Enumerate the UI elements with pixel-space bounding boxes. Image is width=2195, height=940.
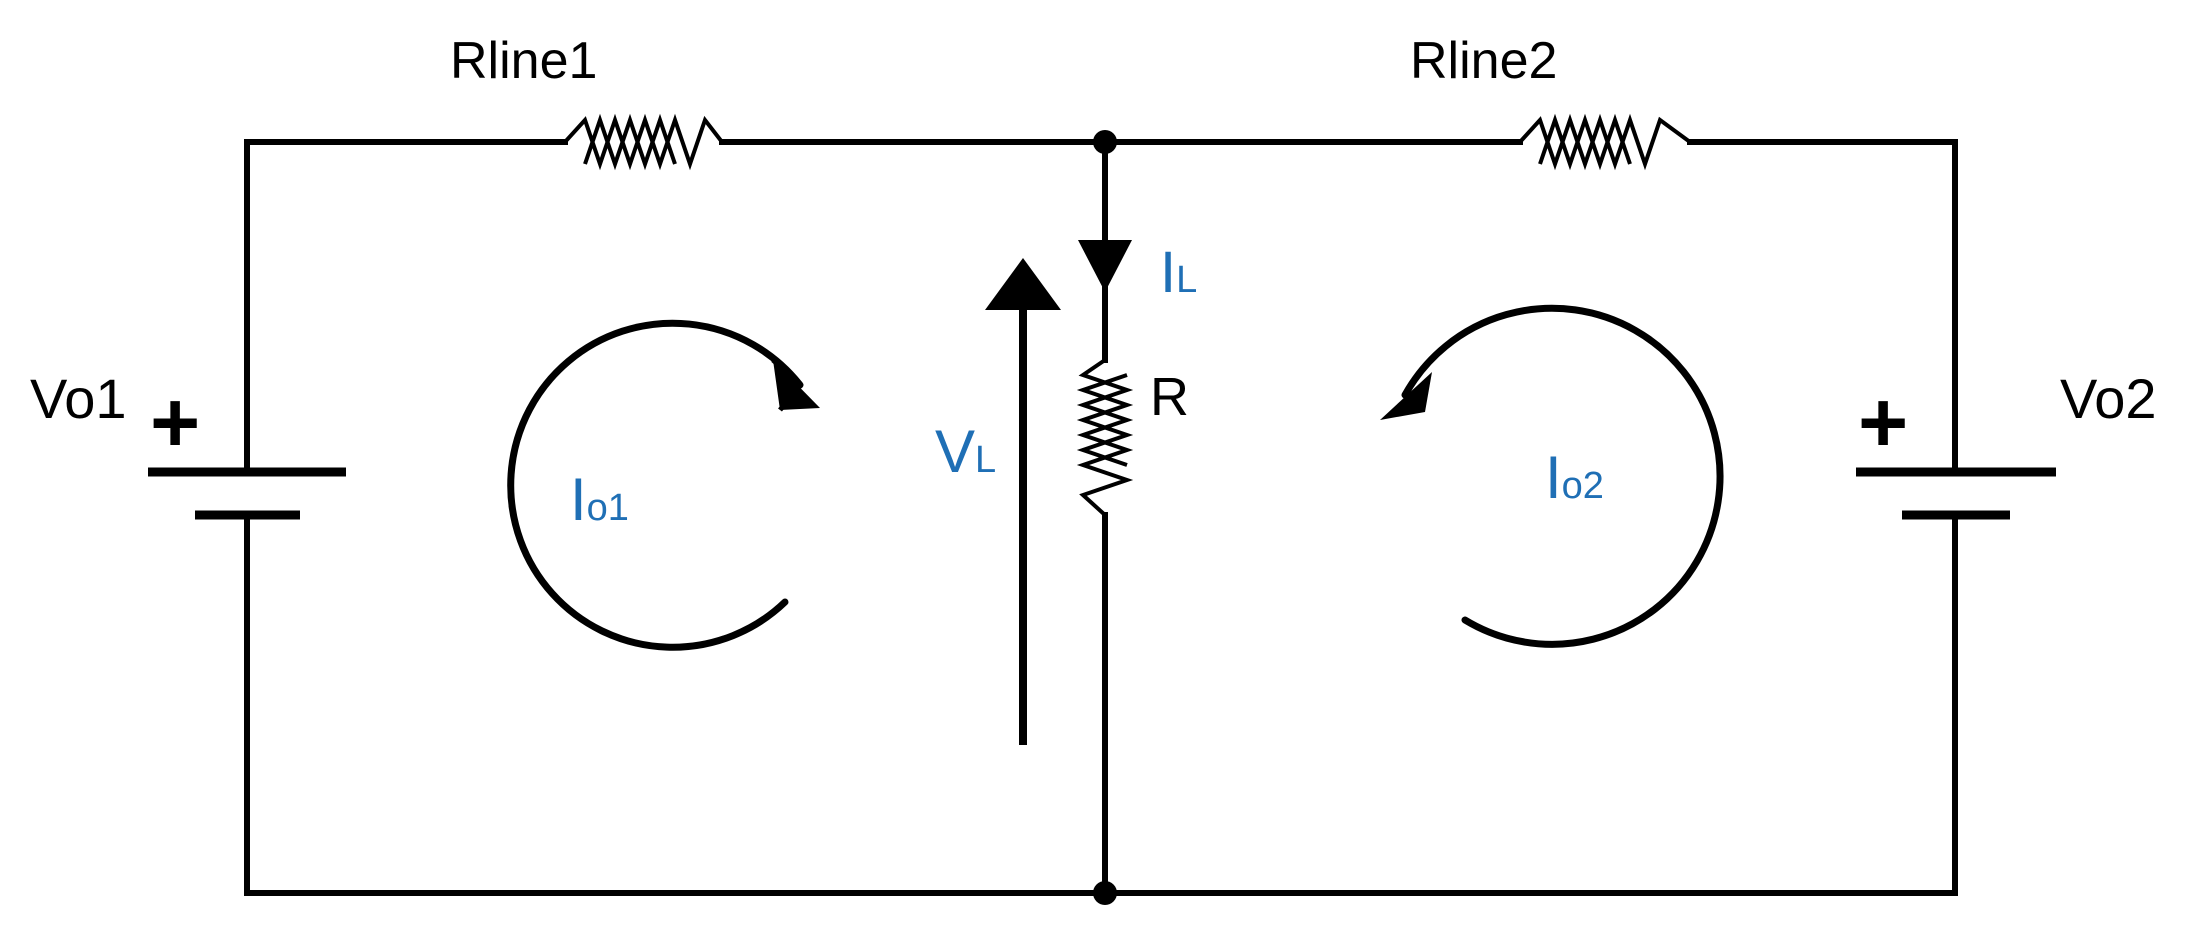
label-r: R: [1150, 367, 1189, 427]
label-io1: Io1: [570, 466, 629, 533]
node-dot-icon: [1093, 130, 1117, 154]
node-dot-icon: [1093, 881, 1117, 905]
battery-vo1-icon: [148, 467, 346, 520]
label-io2: Io2: [1545, 444, 1604, 511]
label-il: IL: [1160, 240, 1197, 305]
resistor-r-icon: [1076, 358, 1134, 517]
il-arrowhead-icon: [1078, 240, 1132, 292]
battery-vo2-icon: [1856, 467, 2056, 520]
label-io2-sub: o2: [1562, 465, 1604, 507]
label-vl-main: V: [935, 418, 975, 485]
label-vo2: Vo2: [2060, 367, 2157, 430]
resistor-rline2-icon: [1518, 113, 1692, 171]
label-io2-main: I: [1545, 444, 1562, 511]
label-vl: VL: [935, 418, 996, 485]
loop-io1-arrow-icon: [507, 319, 820, 651]
label-io1-sub: o1: [587, 487, 629, 529]
label-il-sub: L: [1176, 259, 1197, 301]
plus-vo1: +: [150, 375, 200, 471]
label-il-main: I: [1160, 240, 1176, 305]
resistor-rline1-icon: [563, 113, 724, 171]
plus-vo2: +: [1858, 375, 1908, 471]
label-vl-sub: L: [975, 439, 996, 481]
vl-arrow-icon: [985, 258, 1061, 745]
label-rline1: Rline1: [450, 32, 597, 90]
loop-io2-arrow-icon: [1380, 304, 1724, 648]
label-rline2: Rline2: [1410, 32, 1557, 90]
label-vo1: Vo1: [30, 367, 127, 430]
label-io1-main: I: [570, 466, 587, 533]
